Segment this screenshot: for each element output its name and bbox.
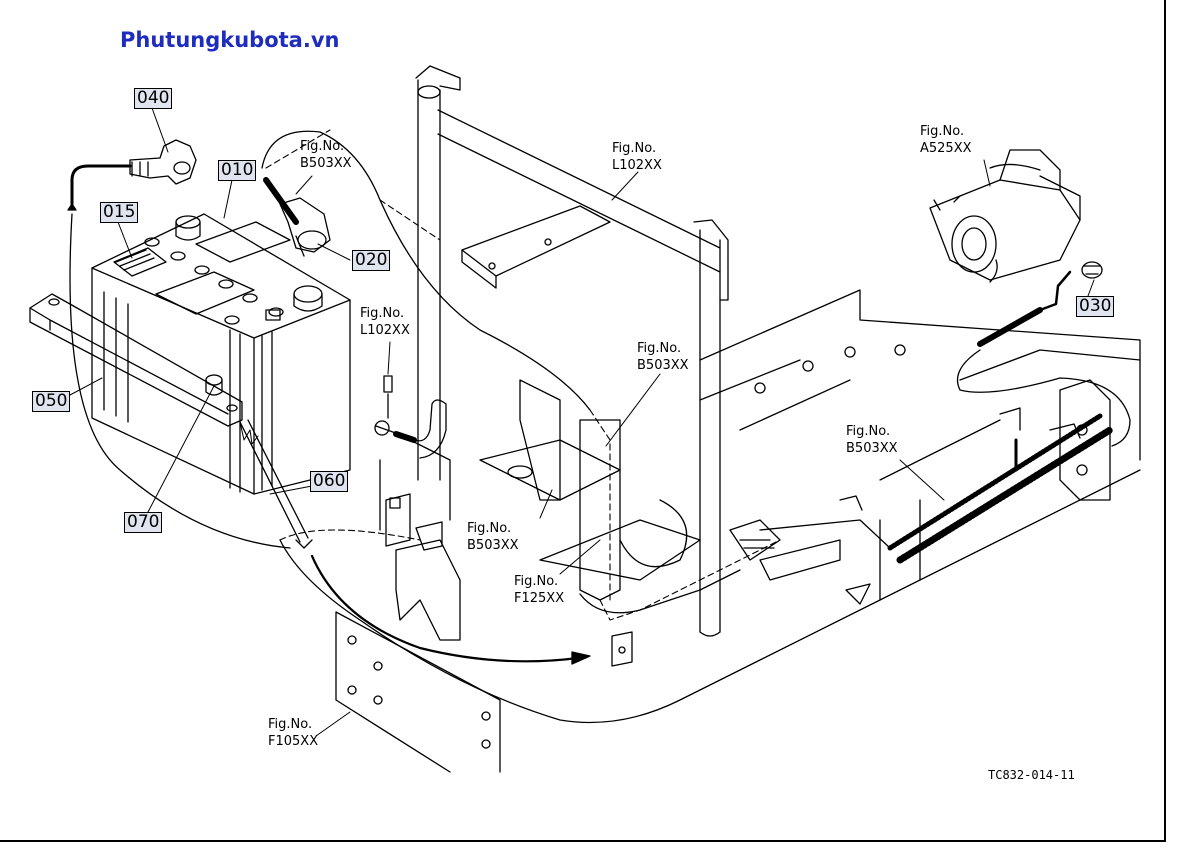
fig-ref-prefix: Fig.No. — [268, 717, 313, 732]
fig-ref-number: L102XX — [612, 158, 662, 173]
fig-ref-prefix: Fig.No. — [360, 306, 405, 321]
brand-watermark: Phutungkubota.vn — [120, 28, 340, 52]
fig-ref-f125: Fig.No. F125XX — [514, 573, 564, 607]
part-label-030: 030 — [1076, 296, 1115, 317]
starter-cable — [956, 261, 1131, 447]
ground-cable — [374, 375, 447, 459]
fig-ref-b503-top: Fig.No. B503XX — [300, 138, 352, 172]
fig-ref-prefix: Fig.No. — [846, 424, 891, 439]
negative-cable — [67, 139, 291, 549]
fig-ref-prefix: Fig.No. — [920, 124, 965, 139]
fig-ref-b503-mid: Fig.No. B503XX — [637, 340, 689, 374]
positive-cable — [261, 130, 591, 411]
fig-ref-prefix: Fig.No. — [514, 574, 559, 589]
fig-ref-number: B503XX — [637, 358, 689, 373]
fig-ref-l102-bolt: Fig.No. L102XX — [360, 305, 410, 339]
drawing-code: TC832-014-11 — [988, 768, 1075, 782]
fig-ref-prefix: Fig.No. — [612, 141, 657, 156]
fig-ref-prefix: Fig.No. — [637, 341, 682, 356]
fig-ref-number: L102XX — [360, 323, 410, 338]
fig-ref-l102-frame: Fig.No. L102XX — [612, 140, 662, 174]
part-label-040: 040 — [134, 88, 173, 109]
fig-ref-b503-low: Fig.No. B503XX — [467, 520, 519, 554]
fig-ref-f105: Fig.No. F105XX — [268, 716, 318, 750]
fig-ref-number: B503XX — [300, 156, 352, 171]
part-label-070: 070 — [124, 512, 163, 533]
fig-ref-number: B503XX — [846, 441, 898, 456]
battery-hold-bar — [29, 293, 243, 427]
part-label-050: 050 — [32, 391, 71, 412]
fig-ref-number: F105XX — [268, 734, 319, 749]
fig-ref-number: A525XX — [920, 141, 972, 156]
fig-ref-b503-right: Fig.No. B503XX — [846, 423, 898, 457]
leader-lines — [69, 107, 1095, 737]
routing-arrow — [310, 554, 591, 665]
fig-ref-number: B503XX — [467, 538, 519, 553]
rops-frame — [415, 65, 729, 637]
fig-ref-a525: Fig.No. A525XX — [920, 123, 972, 157]
part-label-010: 010 — [218, 160, 257, 181]
battery — [91, 213, 351, 495]
fig-ref-prefix: Fig.No. — [300, 139, 345, 154]
fig-ref-number: F125XX — [514, 591, 565, 606]
hold-rod — [205, 374, 313, 549]
fig-ref-prefix: Fig.No. — [467, 521, 512, 536]
wire-harness — [579, 407, 1114, 614]
part-label-060: 060 — [310, 471, 349, 492]
part-label-015: 015 — [100, 202, 139, 223]
dashed-routing — [265, 129, 781, 621]
starter-motor — [929, 149, 1081, 283]
part-label-020: 020 — [352, 250, 391, 271]
chassis — [279, 289, 1141, 773]
